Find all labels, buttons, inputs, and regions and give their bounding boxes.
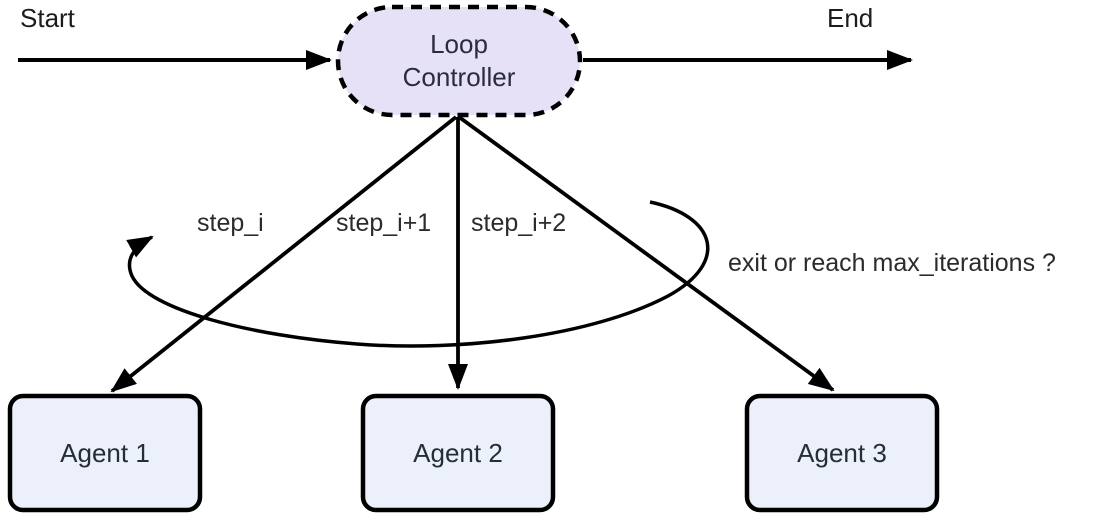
agent2-node	[360, 393, 556, 513]
edge-label-step-i-plus-2: step_i+2	[471, 209, 567, 237]
agent3-node	[744, 393, 940, 513]
loop-condition-label: exit or reach max_iterations ?	[728, 249, 1056, 277]
edge-label-step-i: step_i	[197, 209, 264, 237]
edge-loop-controller-to-agent3	[457, 115, 835, 392]
agent3-label: Agent 3	[797, 437, 887, 468]
start-label: Start	[20, 3, 75, 33]
end-label: End	[827, 3, 874, 33]
loop-controller-label-text: Loop Controller	[402, 28, 516, 92]
agent1-node	[7, 393, 203, 513]
edge-loop-controller-to-agent1	[110, 115, 458, 393]
edge-label-step-i-plus-1: step_i+1	[336, 209, 432, 237]
agent1-label: Agent 1	[60, 437, 150, 468]
agent2-label: Agent 2	[413, 437, 503, 468]
loop-iteration-arc	[126, 200, 710, 348]
loop-controller-node	[335, 4, 583, 118]
loop-controller-label: Loop Controller	[338, 7, 580, 115]
